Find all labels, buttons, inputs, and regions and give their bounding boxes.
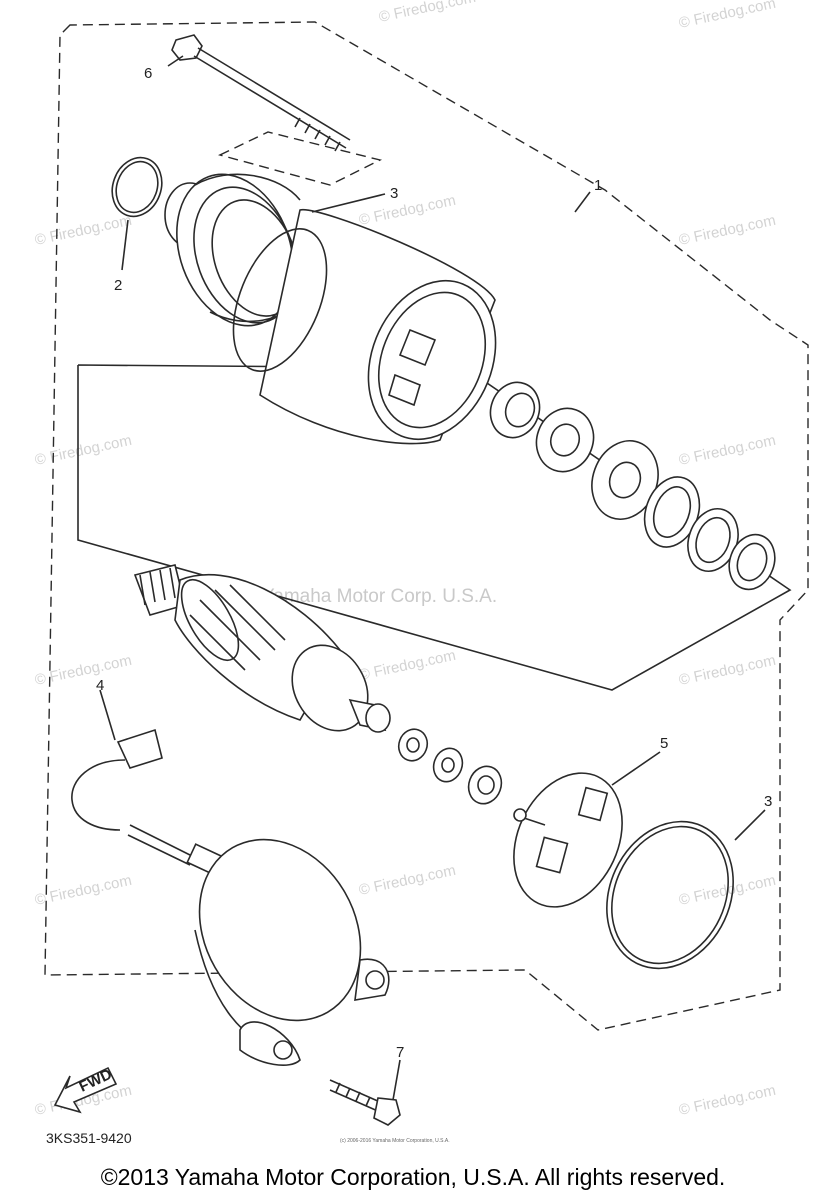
callout-5: 5 — [660, 735, 668, 752]
washer — [687, 508, 739, 572]
watermark: © Firedog.com — [677, 0, 777, 32]
washer — [728, 533, 776, 591]
watermark: © Firedog.com — [677, 212, 777, 249]
callout-6: 6 — [144, 65, 152, 82]
watermark: © Firedog.com — [33, 652, 133, 689]
leader-line — [574, 191, 591, 213]
part-code: 3KS351-9420 — [46, 1130, 132, 1146]
watermark: © Firedog.com — [677, 432, 777, 469]
yoke-housing — [232, 209, 497, 445]
callout-box — [218, 131, 383, 186]
o-ring-small — [111, 156, 163, 271]
watermark: © Firedog.com — [33, 872, 133, 909]
armature — [133, 564, 391, 733]
o-ring-large — [606, 809, 766, 970]
watermark: © Firedog.com — [357, 862, 457, 899]
front-cover — [164, 173, 301, 327]
seal — [535, 407, 595, 473]
callout-7: 7 — [396, 1044, 404, 1061]
brush-holder — [513, 751, 661, 908]
callout-4: 4 — [96, 677, 104, 694]
bushing — [467, 765, 503, 805]
washer-small — [397, 728, 429, 762]
bearing-top — [489, 381, 541, 439]
watermark: © Firedog.com — [377, 0, 477, 26]
assembly-boundary — [44, 21, 809, 1031]
watermark: © Firedog.com — [677, 652, 777, 689]
screw — [329, 1059, 401, 1126]
callout-3-bottom: 3 — [764, 793, 772, 810]
watermark: © Firedog.com — [33, 212, 133, 249]
callout-1: 1 — [594, 177, 602, 194]
rear-cover — [194, 838, 390, 1066]
watermark: © Firedog.com — [677, 1082, 777, 1119]
copyright-notice: ©2013 Yamaha Motor Corporation, U.S.A. A… — [100, 1164, 726, 1190]
watermark: © Firedog.com — [33, 432, 133, 469]
washer-small — [432, 747, 464, 783]
watermark: © Firedog.com — [357, 647, 457, 684]
callout-2: 2 — [114, 277, 122, 294]
callout-3-top: 3 — [390, 185, 398, 202]
lead-wire — [71, 689, 226, 877]
through-bolt — [167, 34, 351, 152]
leader-line — [311, 193, 386, 213]
watermark-center: Yamaha Motor Corp. U.S.A. — [262, 586, 497, 607]
tiny-credit: (c) 2006-2016 Yamaha Motor Corporation, … — [340, 1138, 450, 1144]
